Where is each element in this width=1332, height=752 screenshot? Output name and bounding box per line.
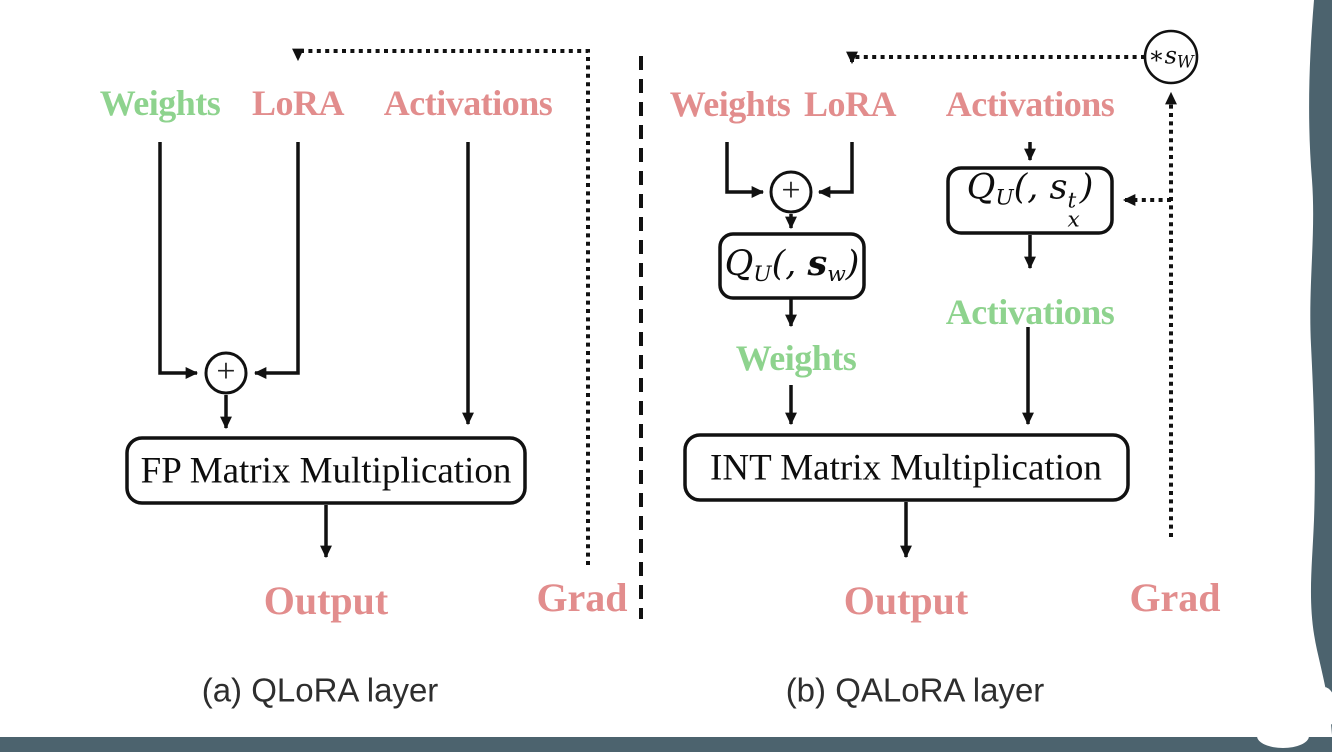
- b-matmul-box: [683, 433, 1130, 502]
- s-superscript: t: [1067, 188, 1077, 214]
- a-activations-label: Activations: [383, 83, 553, 123]
- bottom-edge-bar: [0, 737, 1332, 752]
- b-plus-circle: [769, 170, 813, 214]
- b-scale-circle: [1143, 29, 1199, 85]
- b-caption: (b) QALoRA layer: [785, 671, 1045, 709]
- paren-comma: (,: [1013, 167, 1050, 208]
- a-grad-feedback-dotted-line: [292, 48, 590, 565]
- s-symbol: s: [1164, 41, 1177, 70]
- a-lora-line: [253, 142, 300, 379]
- b-quant-activations-box: [946, 166, 1114, 235]
- b-quant-weights-formula: QU(, sw): [725, 246, 860, 286]
- s-subscript: x: [1067, 207, 1080, 233]
- star-operator: ∗: [1148, 41, 1165, 70]
- b-grad-feedback-top-dotted-line: [846, 51, 1145, 65]
- b-grad-label: Grad: [1129, 575, 1221, 620]
- b-quantized-activations-label: Activations: [945, 292, 1115, 332]
- q-symbol: Q: [966, 167, 996, 208]
- close-paren: ): [1079, 167, 1094, 208]
- b-weights-line: [725, 142, 765, 198]
- a-plus-symbol: +: [216, 353, 236, 390]
- b-weights-label: Weights: [669, 84, 791, 124]
- torn-edge-right: [1309, 0, 1332, 735]
- b-matmul-label: INT Matrix Multiplication: [710, 447, 1102, 489]
- a-plus-circle: [204, 351, 248, 395]
- a-weights-line: [158, 142, 199, 379]
- a-caption: (a) QLoRA layer: [201, 671, 439, 709]
- q-subscript: U: [995, 185, 1014, 211]
- edge-notch: [1257, 724, 1309, 748]
- a-matmul-box: [125, 436, 527, 505]
- a-matmul-label: FP Matrix Multiplication: [140, 450, 512, 492]
- b-quantized-weights-label: Weights: [735, 338, 857, 378]
- s-symbol: s: [807, 243, 828, 285]
- a-grad-label: Grad: [536, 575, 628, 620]
- s-subscript: W: [1176, 52, 1194, 72]
- q-symbol: Q: [724, 244, 754, 285]
- q-subscript: U: [753, 262, 772, 288]
- b-lora-label: LoRA: [803, 84, 897, 124]
- b-activations-label: Activations: [945, 84, 1115, 124]
- a-lora-label: LoRA: [251, 83, 345, 123]
- b-plus-symbol: +: [781, 172, 801, 209]
- s-symbol: s: [1049, 167, 1068, 208]
- b-lora-line: [817, 142, 854, 198]
- s-subscript: w: [827, 262, 846, 288]
- a-weights-label: Weights: [99, 83, 221, 123]
- a-output-label: Output: [263, 578, 389, 623]
- b-output-label: Output: [843, 578, 969, 623]
- b-scale-formula: ∗sW: [1148, 43, 1193, 70]
- close-paren: ): [845, 244, 860, 285]
- paren-comma: (,: [771, 244, 808, 285]
- edge-notch: [1312, 687, 1332, 729]
